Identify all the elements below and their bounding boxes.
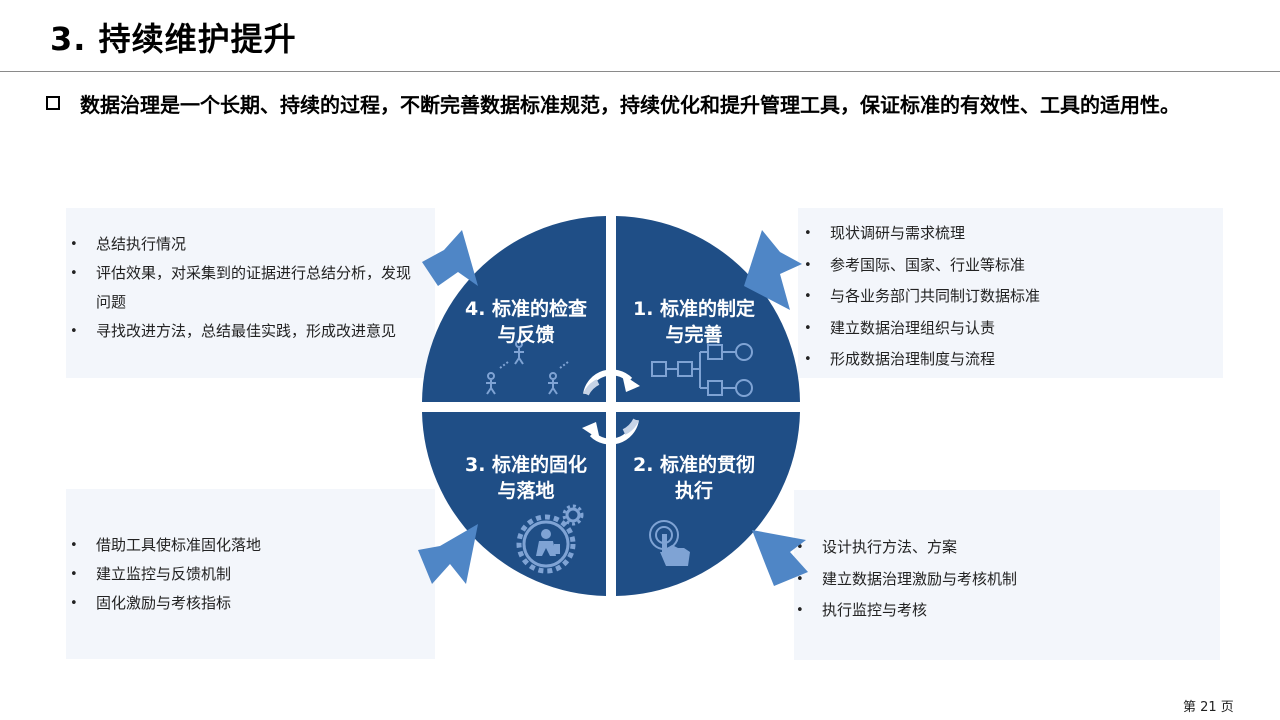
- flowchart-icon: [651, 343, 753, 397]
- quadrant-q3: [422, 412, 606, 596]
- list-formulate-improve: 现状调研与需求梳理 参考国际、国家、行业等标准 与各业务部门共同制订数据标准 建…: [802, 218, 1212, 376]
- list-item: 参考国际、国家、行业等标准: [802, 250, 1212, 282]
- list-check-feedback: 总结执行情况 评估效果，对采集到的证据进行总结分析，发现问题 寻找改进方法，总结…: [68, 230, 424, 346]
- list-item: 建立数据治理组织与认责: [802, 313, 1212, 345]
- list-item: 总结执行情况: [68, 230, 424, 259]
- page-title: 3. 持续维护提升: [50, 20, 297, 58]
- list-item: 设计执行方法、方案: [794, 532, 1204, 564]
- title-divider: [0, 71, 1280, 72]
- list-item: 与各业务部门共同制订数据标准: [802, 281, 1212, 313]
- quadrant-label-formulate: 1. 标准的制定与完善: [632, 298, 756, 346]
- worker-icon: [536, 529, 560, 556]
- list-item: 建立数据治理激励与考核机制: [794, 564, 1204, 596]
- list-item: 建立监控与反馈机制: [68, 560, 424, 589]
- gear-person-icon: [516, 504, 584, 574]
- arrow-to-q1: [744, 230, 802, 310]
- intro-text: 数据治理是一个长期、持续的过程，不断完善数据标准规范，持续优化和提升管理工具，保…: [80, 93, 1180, 117]
- list-item: 现状调研与需求梳理: [802, 218, 1212, 250]
- box-formulate-improve: 现状调研与需求梳理 参考国际、国家、行业等标准 与各业务部门共同制订数据标准 建…: [798, 208, 1223, 378]
- list-solidify-implement: 借助工具使标准固化落地 建立监控与反馈机制 固化激励与考核指标: [68, 531, 424, 618]
- list-item: 执行监控与考核: [794, 595, 1204, 627]
- arrow-to-q2: [752, 530, 808, 586]
- box-execute: 设计执行方法、方案 建立数据治理激励与考核机制 执行监控与考核: [794, 490, 1220, 660]
- square-bullet-icon: [46, 96, 60, 110]
- box-solidify-implement: 借助工具使标准固化落地 建立监控与反馈机制 固化激励与考核指标: [66, 489, 435, 659]
- quadrant-q4: [422, 216, 606, 402]
- list-execute: 设计执行方法、方案 建立数据治理激励与考核机制 执行监控与考核: [794, 532, 1204, 627]
- quadrant-label-solidify: 3. 标准的固化与落地: [464, 454, 588, 502]
- arrow-to-q3: [418, 524, 478, 584]
- quadrant-label-check-feedback: 4. 标准的检查与反馈: [464, 298, 588, 346]
- list-item: 形成数据治理制度与流程: [802, 344, 1212, 376]
- people-inspection-icon: [486, 340, 569, 395]
- box-check-feedback: 总结执行情况 评估效果，对采集到的证据进行总结分析，发现问题 寻找改进方法，总结…: [66, 208, 435, 378]
- list-item: 寻找改进方法，总结最佳实践，形成改进意见: [68, 317, 424, 346]
- quadrant-label-execute: 2. 标准的贯彻执行: [632, 454, 756, 502]
- page-number: 第 21 页: [1183, 700, 1234, 715]
- arrow-to-q4: [422, 230, 478, 286]
- list-item: 借助工具使标准固化落地: [68, 531, 424, 560]
- quadrant-q1: [616, 216, 800, 402]
- list-item: 固化激励与考核指标: [68, 589, 424, 618]
- list-item: 评估效果，对采集到的证据进行总结分析，发现问题: [68, 259, 424, 317]
